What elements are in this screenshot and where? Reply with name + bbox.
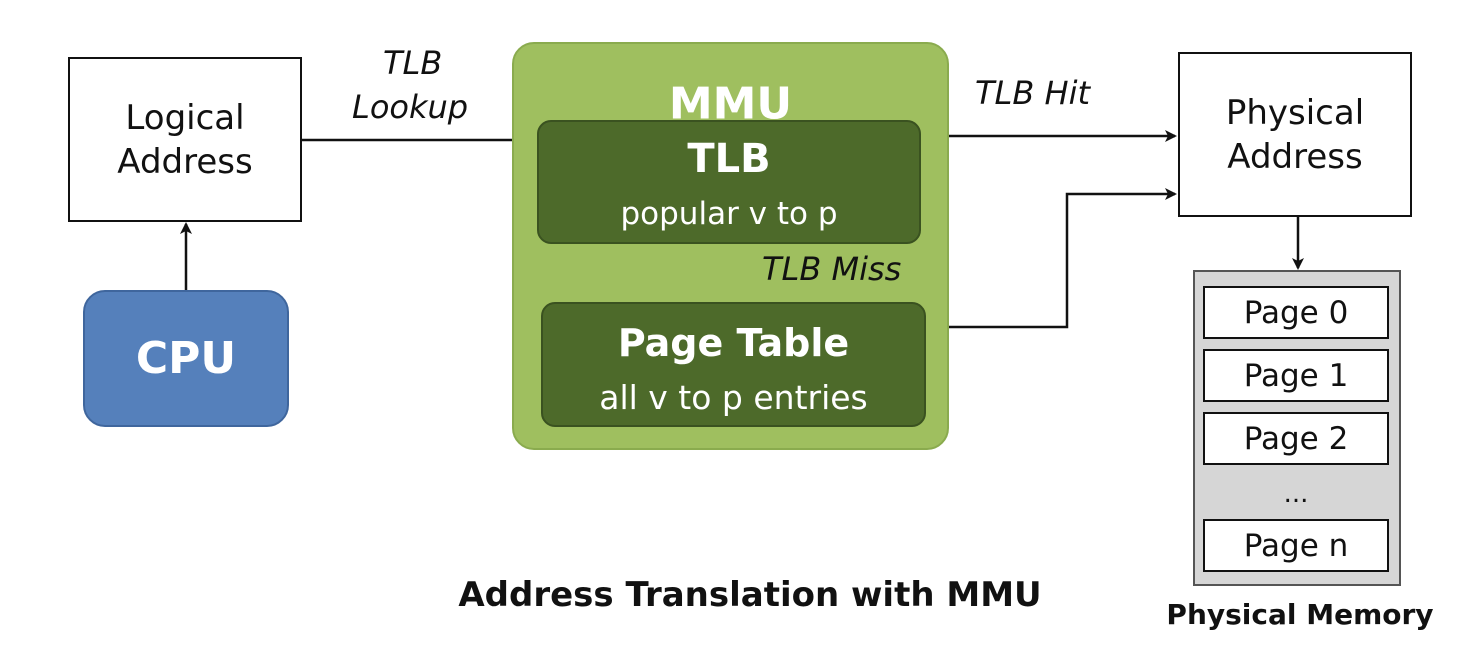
logical-address-box: Logical Address	[68, 57, 302, 222]
tlb-box: TLB popular v to p	[537, 120, 921, 244]
memory-page-0-label: Page 0	[1243, 294, 1349, 331]
page-table-title: Page Table	[617, 321, 850, 365]
memory-page-n-label: Page n	[1243, 527, 1349, 564]
cpu-box: CPU	[83, 290, 289, 427]
memory-page-n: Page n	[1203, 519, 1389, 572]
physical-address-box: Physical Address	[1178, 52, 1412, 217]
memory-page-0: Page 0	[1203, 286, 1389, 339]
physical-memory-label: Physical Memory	[1166, 598, 1434, 631]
cpu-label: CPU	[135, 333, 237, 384]
memory-page-1-label: Page 1	[1243, 357, 1349, 394]
logical-address-line2: Address	[117, 141, 253, 182]
physical-address-line1: Physical	[1225, 92, 1365, 133]
tlb-lookup-label-line2: Lookup	[352, 88, 469, 126]
logical-address-line1: Logical	[125, 97, 245, 138]
physical-address-line2: Address	[1227, 136, 1363, 177]
tlb-lookup-label-line1: TLB	[383, 44, 443, 82]
tlb-miss-label: TLB Miss	[762, 250, 902, 288]
tlb-hit-label: TLB Hit	[975, 74, 1090, 112]
diagram-caption: Address Translation with MMU	[458, 575, 1042, 615]
memory-ellipsis: ...	[1283, 479, 1309, 509]
tlb-title: TLB	[687, 136, 771, 182]
arrow-pagetable-to-physical	[926, 188, 1177, 329]
memory-page-2: Page 2	[1203, 412, 1389, 465]
page-table-subtitle: all v to p entries	[599, 378, 868, 417]
memory-page-2-label: Page 2	[1243, 420, 1349, 457]
memory-page-1: Page 1	[1203, 349, 1389, 402]
page-table-box: Page Table all v to p entries	[541, 302, 926, 427]
tlb-subtitle: popular v to p	[620, 196, 838, 232]
